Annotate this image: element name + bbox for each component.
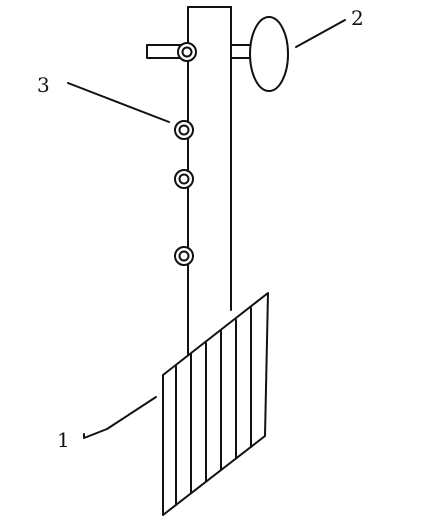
holes-callout-label: 3: [37, 73, 50, 97]
leader-lines: [67, 19, 346, 439]
adjustment-hole: [177, 42, 197, 62]
vertical-post: [187, 6, 232, 359]
side-stub-bar: [146, 44, 182, 59]
knob: [249, 16, 289, 92]
adjustment-hole: [174, 246, 194, 266]
knob-leader-line: [295, 19, 346, 48]
side-stub-outline: [146, 44, 182, 59]
knob-assembly: [230, 16, 289, 92]
holes-leader-line: [67, 82, 170, 123]
pedal-leader-line: [83, 396, 157, 439]
pedal-plate-outline: [162, 292, 269, 516]
adjustment-holes: [174, 42, 197, 266]
pedal-callout-label: 1: [57, 428, 70, 452]
adjustment-hole: [174, 120, 194, 140]
pedal-plate: [162, 292, 269, 516]
adjustment-hole: [174, 169, 194, 189]
knob-callout-label: 2: [351, 6, 364, 30]
